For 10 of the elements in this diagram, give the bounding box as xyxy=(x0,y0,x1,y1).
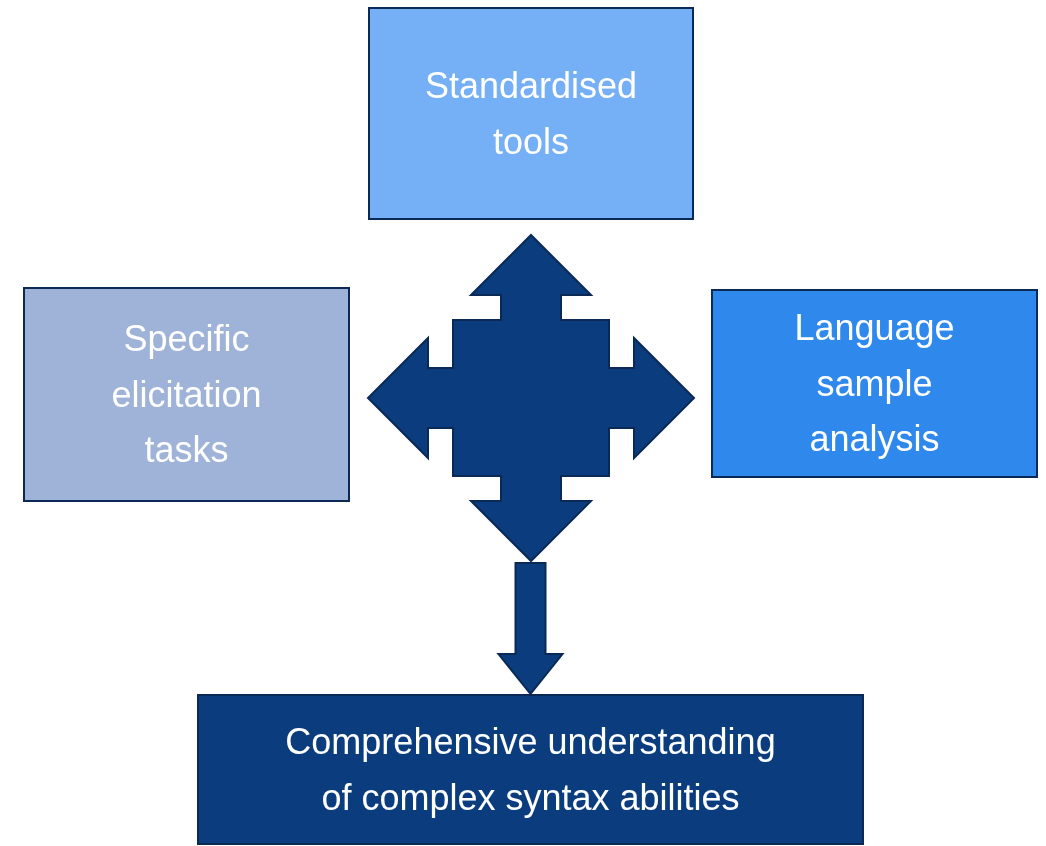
box-label: Specific elicitation tasks xyxy=(110,316,263,473)
process-box xyxy=(23,287,350,502)
process-box xyxy=(711,289,1038,478)
box-label: Standardised tools xyxy=(423,63,639,164)
block-arrow xyxy=(496,562,565,696)
process-box xyxy=(368,7,694,220)
four-way-arrow xyxy=(366,233,696,563)
result-box xyxy=(197,694,864,845)
box-label: Comprehensive understanding of complex syntax abilities xyxy=(284,719,777,820)
box-label: Language sample analysis xyxy=(793,305,956,462)
